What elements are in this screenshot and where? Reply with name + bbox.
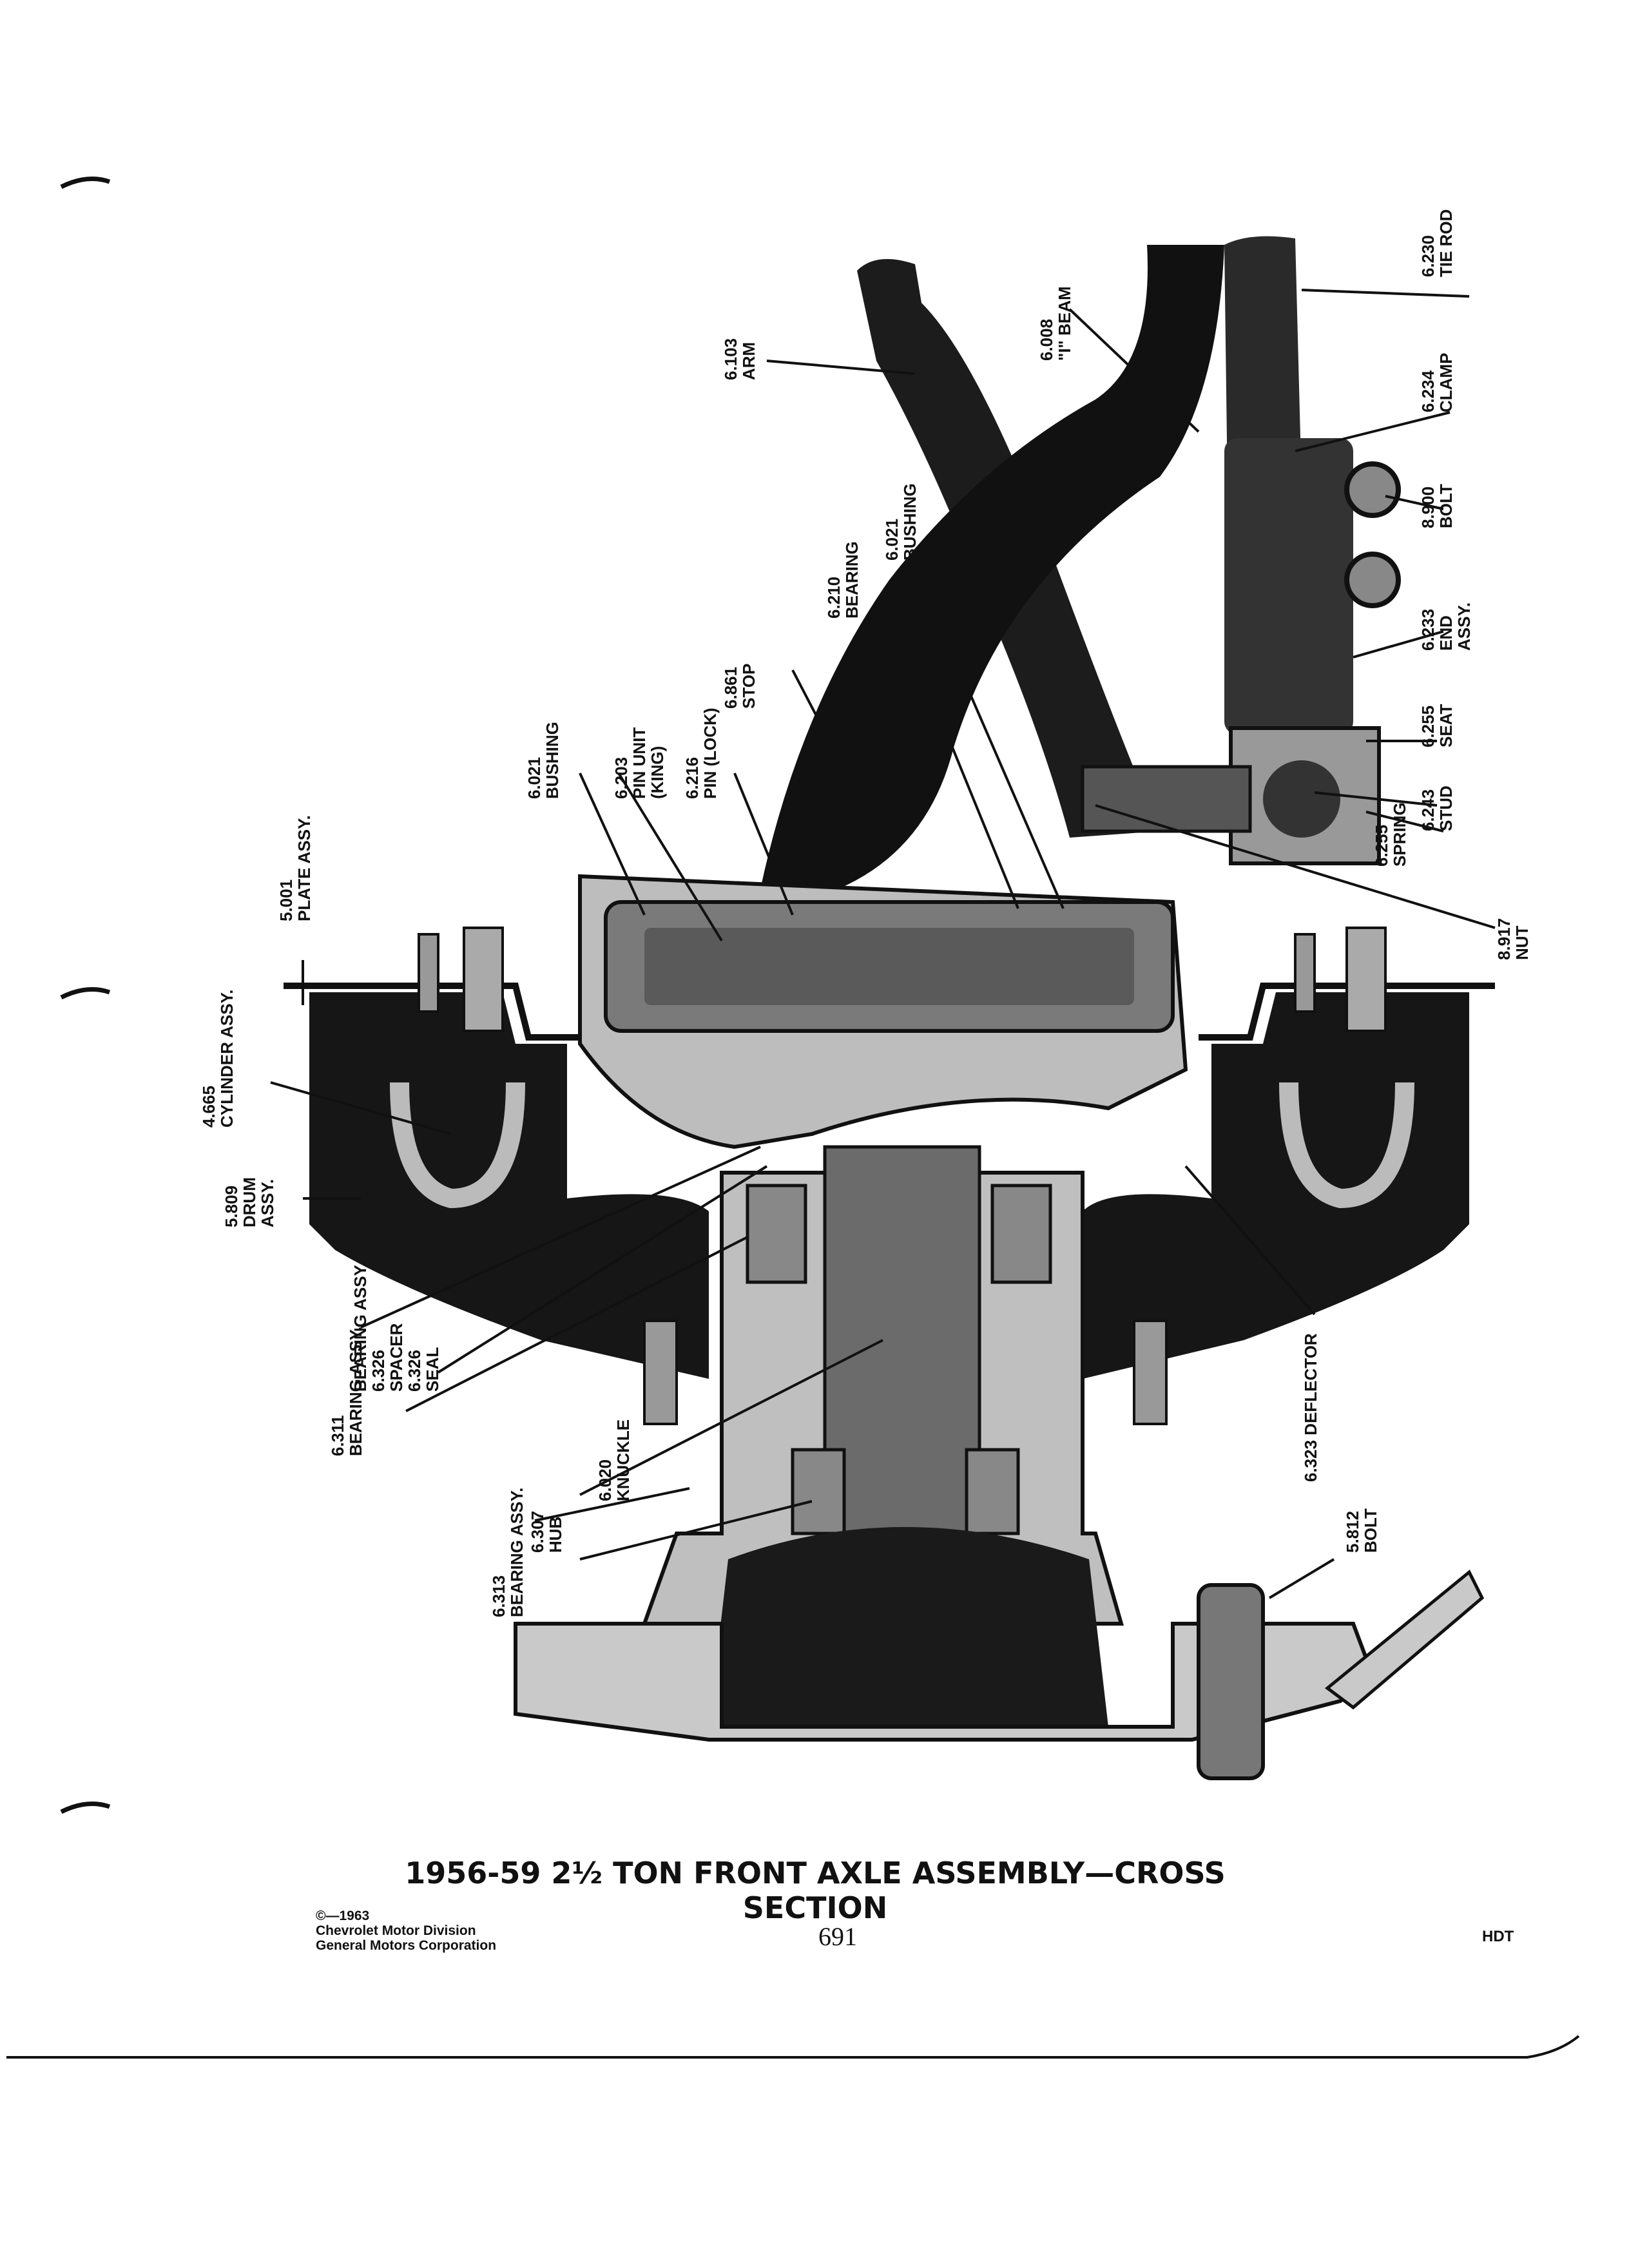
clamp-bolt-upper [1344, 461, 1401, 518]
stud-shank [1081, 765, 1252, 833]
clamp-bolt-lower [1344, 552, 1401, 608]
wheel-stud [1197, 1583, 1265, 1780]
bleeder-right [1294, 933, 1316, 1013]
binder-hole-mark [60, 987, 111, 1000]
hub-cap-cavity [709, 1527, 1108, 1727]
outer-bearing-right [965, 1448, 1020, 1535]
outer-bearing-left [791, 1448, 846, 1535]
ball-stud [1263, 760, 1340, 838]
bleeder-left [418, 933, 439, 1013]
page-number: 691 [818, 1922, 857, 1951]
callout-i-beam: 6.008"I" BEAM [1037, 286, 1074, 361]
inner-bearing-right [990, 1184, 1052, 1284]
spindle [823, 1145, 981, 1561]
brake-drum-right [1083, 992, 1469, 1379]
wheel-cylinder-right [1279, 1082, 1414, 1209]
fitting-right [1345, 927, 1387, 1032]
backing-plate [284, 983, 580, 1041]
copyright-notice: ©—1963 Chevrolet Motor Division General … [316, 1908, 497, 1953]
binder-hole-mark [60, 177, 111, 189]
figure-caption: 1956-59 2½ TON FRONT AXLE ASSEMBLY—CROSS… [405, 1856, 1226, 1925]
tie-rod-end [1224, 438, 1353, 735]
drum-bolt-right [1133, 1320, 1168, 1425]
binder-hole-mark [60, 1802, 111, 1814]
section-code: HDT [1482, 1928, 1514, 1945]
page-bottom-rule [6, 2035, 1580, 2059]
inner-bearing-left [746, 1184, 807, 1284]
i-beam-body [760, 245, 1224, 889]
callout-deflector: 6.323 DEFLECTOR [1301, 1333, 1320, 1482]
flange-edge [1324, 1570, 1485, 1710]
king-pin-core [644, 928, 1134, 1005]
fitting-left [463, 927, 504, 1032]
wheel-cylinder-left [390, 1082, 525, 1209]
drum-bolt-left [643, 1320, 678, 1425]
leader-lines [270, 289, 1496, 1599]
